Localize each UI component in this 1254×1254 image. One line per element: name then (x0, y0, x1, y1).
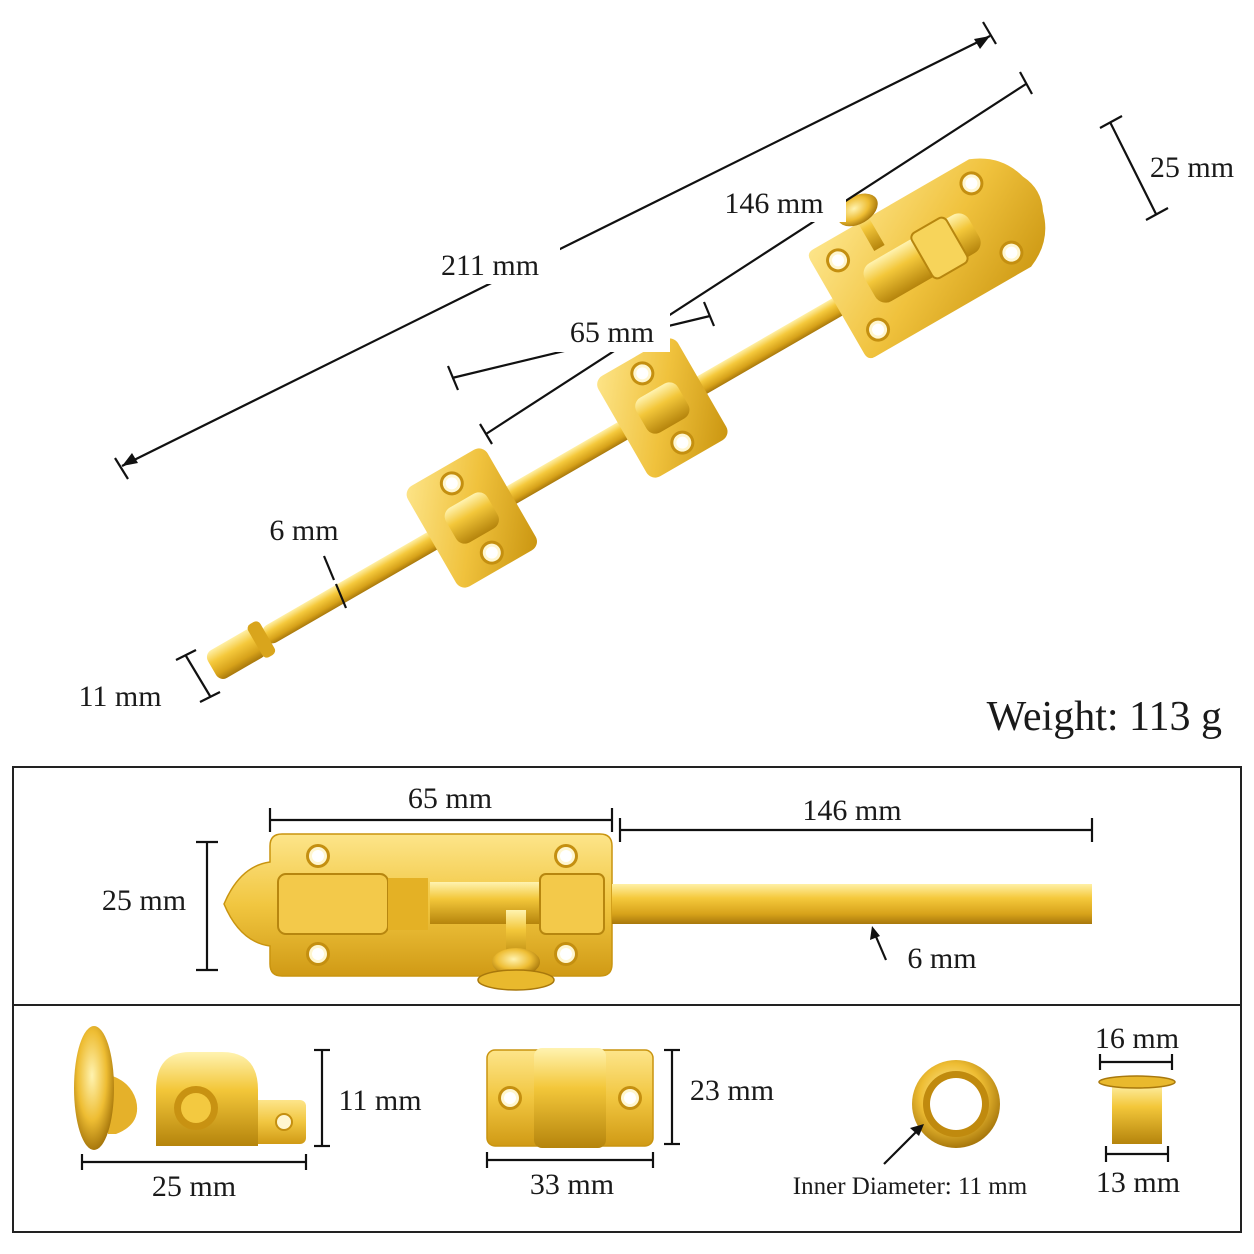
dimension-knob-height (314, 1048, 330, 1148)
guide-bracket-2 (597, 338, 728, 478)
guide-bracket-1 (406, 448, 537, 588)
bolt-rod-side (612, 884, 1092, 924)
dimension-guide-width (485, 1152, 655, 1168)
ring-part (912, 1060, 1000, 1148)
bolt-assembly-angled (206, 158, 1046, 679)
spec-frame (12, 766, 1242, 1233)
barrel-housing (277, 873, 389, 935)
main-plate-angled (808, 158, 1046, 359)
dimension-sleeve-bottom (1104, 1146, 1170, 1162)
dimension-sleeve-top (1098, 1054, 1174, 1070)
arrow-rod-diameter (322, 555, 336, 581)
label-plate-length: 65 mm (408, 782, 492, 815)
bolt-tip-collar (247, 621, 276, 658)
label-guide-spacing: 65 mm (570, 316, 654, 349)
bolt-knob-angled (837, 193, 885, 252)
arrow-ring (883, 1127, 921, 1165)
side-view: 65 mm 146 mm 25 mm 6 mm (102, 782, 1094, 991)
label-ring: Inner Diameter: 11 mm (793, 1173, 1028, 1200)
dimension-plate-width (1099, 115, 1169, 221)
label-rod-diameter: 6 mm (269, 514, 338, 547)
label-guide-width: 33 mm (530, 1168, 614, 1201)
dimension-bolt-length-side (618, 818, 1094, 842)
bolt-knob (477, 910, 555, 991)
label-sleeve-bottom: 13 mm (1096, 1166, 1180, 1199)
label-overall-length: 211 mm (441, 249, 539, 282)
dimension-knob-length (80, 1154, 308, 1170)
dimension-bolt-length (479, 71, 1033, 445)
bolt-tip (206, 629, 266, 679)
label-tip-diameter: 11 mm (78, 680, 161, 713)
knob-part (74, 1026, 306, 1150)
dimension-plate-height (196, 840, 218, 972)
label-rod-side: 6 mm (907, 942, 976, 975)
label-sleeve-top: 16 mm (1095, 1022, 1179, 1055)
weight-label: Weight: 113 g (987, 694, 1222, 740)
dimension-guide-height (664, 1048, 680, 1146)
label-guide-height: 23 mm (690, 1074, 774, 1107)
sleeve-part (1098, 1075, 1176, 1144)
dimension-plate-length (268, 808, 614, 832)
label-knob-height: 11 mm (338, 1084, 421, 1117)
label-knob-length: 25 mm (152, 1170, 236, 1203)
label-plate-width: 25 mm (1150, 151, 1234, 184)
label-plate-height: 25 mm (102, 884, 186, 917)
label-bolt-length-side: 146 mm (802, 794, 901, 827)
bolt-rod (262, 262, 907, 644)
label-bolt-length: 146 mm (724, 187, 823, 220)
top-view: 211 mm 146 mm 65 mm 25 mm 6 mm (78, 21, 1234, 740)
parts-row: 11 mm 25 mm 23 mm 33 mm (74, 1022, 1180, 1203)
dimension-tip-diameter (175, 649, 221, 703)
guide-part (486, 1048, 654, 1148)
